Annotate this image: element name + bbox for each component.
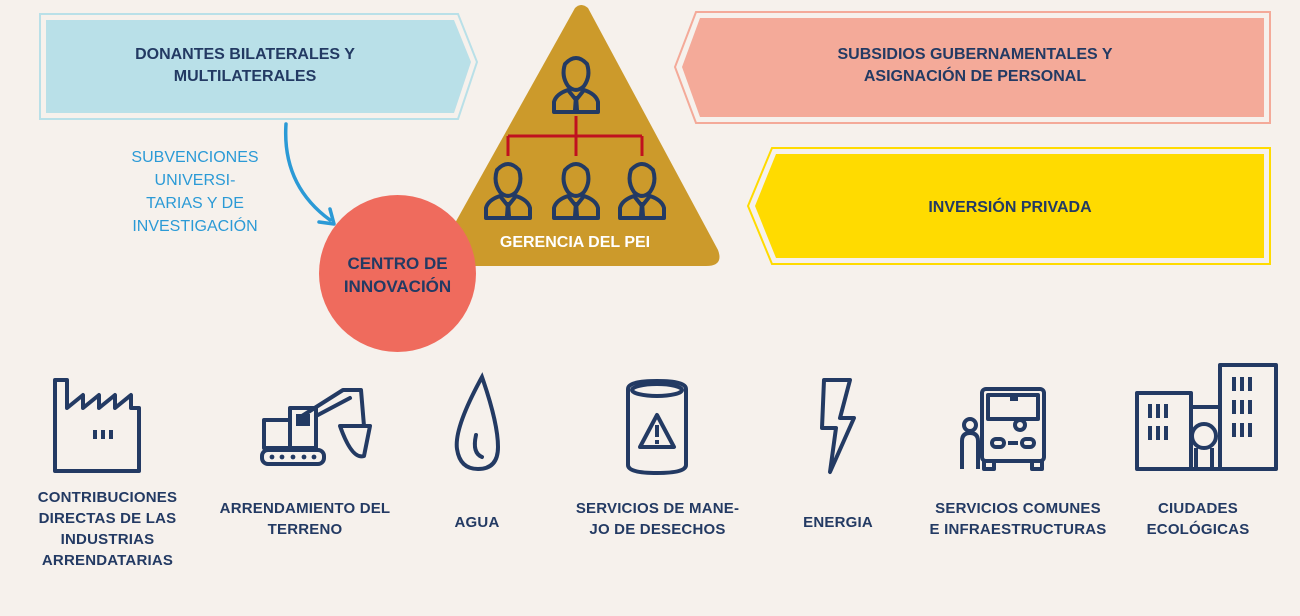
- management-label: GERENCIA DEL PEI: [499, 234, 651, 251]
- label-line: ECOLÓGICAS: [1146, 521, 1250, 538]
- label-line: E INFRAESTRUCTURAS: [929, 521, 1107, 538]
- label-eco-cities: CIUDADES ECOLÓGICAS: [1128, 498, 1268, 540]
- grants-line2: UNIVERSI-: [154, 172, 236, 189]
- donors-label-line2: MULTILATERALES: [173, 68, 317, 85]
- innovation-line2: INNOVACIÓN: [343, 277, 452, 296]
- label-waste-management: SERVICIOS DE MANE- JO DE DESECHOS: [560, 498, 755, 540]
- lightning-icon: [820, 378, 856, 474]
- label-line: JO DE DESECHOS: [589, 521, 726, 538]
- label-line: CONTRIBUCIONES: [37, 489, 178, 506]
- innovation-center-circle: [319, 195, 476, 352]
- label-line: ARRENDAMIENTO DEL: [219, 500, 391, 517]
- label-land-lease: ARRENDAMIENTO DEL TERRENO: [205, 498, 405, 540]
- label-direct-contributions: CONTRIBUCIONES DIRECTAS DE LAS INDUSTRIA…: [20, 487, 195, 571]
- manager-person-icon: [552, 56, 600, 114]
- label-line: SERVICIOS COMUNES: [935, 500, 1101, 517]
- label-line: SERVICIOS DE MANE-: [575, 500, 740, 517]
- waste-barrel-icon: [626, 379, 688, 475]
- grants-line1: SUBVENCIONES: [131, 149, 259, 166]
- staff-person-icon: [618, 162, 666, 220]
- staff-person-icon: [484, 162, 532, 220]
- label-energy: ENERGIA: [788, 512, 888, 533]
- city-buildings-icon: [1135, 363, 1278, 471]
- label-line: TERRENO: [267, 521, 343, 538]
- bus-icon: [960, 387, 1046, 471]
- subsidies-label-line1: SUBSIDIOS GUBERNAMENTALES Y: [837, 46, 1113, 63]
- label-line: DIRECTAS DE LAS: [38, 510, 177, 527]
- label-line: ARRENDATARIAS: [41, 552, 174, 569]
- donors-label: DONANTES BILATERALES Y MULTILATERALES: [80, 44, 410, 88]
- university-grants-label: SUBVENCIONES UNIVERSI- TARIAS Y DE INVES…: [110, 146, 280, 238]
- water-drop-icon: [454, 372, 501, 472]
- subsidies-label-line2: ASIGNACIÓN DE PERSONAL: [863, 68, 1087, 85]
- donors-label-line1: DONANTES BILATERALES Y: [135, 46, 355, 63]
- private-investment-label: INVERSIÓN PRIVADA: [880, 197, 1140, 219]
- grants-line3: TARIAS Y DE: [146, 195, 244, 212]
- innovation-line1: CENTRO DE: [347, 254, 448, 273]
- label-water: AGUA: [437, 512, 517, 533]
- label-line: AGUA: [454, 514, 500, 531]
- excavator-icon: [260, 388, 372, 466]
- factory-icon: [53, 378, 141, 473]
- subsidies-label: SUBSIDIOS GUBERNAMENTALES Y ASIGNACIÓN D…: [760, 44, 1190, 88]
- staff-person-icon: [552, 162, 600, 220]
- label-common-services: SERVICIOS COMUNES E INFRAESTRUCTURAS: [918, 498, 1118, 540]
- label-line: CIUDADES: [1158, 500, 1238, 517]
- innovation-center-label: CENTRO DE INNOVACIÓN: [319, 252, 476, 298]
- grants-line4: INVESTIGACIÓN: [132, 218, 258, 235]
- private-investment-label-text: INVERSIÓN PRIVADA: [928, 199, 1092, 216]
- label-line: ENERGIA: [803, 514, 873, 531]
- label-line: INDUSTRIAS: [60, 531, 155, 548]
